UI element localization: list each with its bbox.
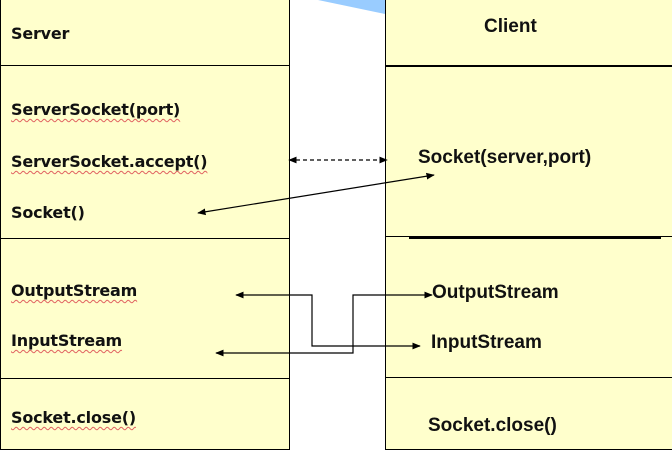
client-inputstream: InputStream [431, 332, 542, 353]
client-divider-header [386, 65, 672, 67]
client-outputstream: OutputStream [432, 282, 559, 303]
client-socket-close: Socket.close() [428, 415, 557, 436]
client-divider-connect-accent [409, 237, 661, 239]
client-divider-connect [386, 236, 672, 237]
server-inputstream: InputStream [11, 331, 123, 350]
server-socket-close: Socket.close() [11, 408, 136, 427]
server-column [0, 0, 290, 450]
server-divider-connect [0, 238, 289, 239]
client-column [385, 0, 672, 450]
server-serversocket-port: ServerSocket(port) [11, 100, 181, 119]
server-outputstream: OutputStream [11, 281, 138, 300]
server-socket: Socket() [11, 203, 85, 222]
client-socket-server-port: Socket(server,port) [418, 147, 592, 168]
server-serversocket-accept: ServerSocket.accept() [11, 152, 208, 171]
server-divider-streams [0, 378, 289, 379]
server-divider-header [0, 65, 289, 66]
client-divider-streams [386, 377, 672, 378]
server-title: Server [11, 24, 70, 43]
client-title: Client [484, 16, 537, 37]
